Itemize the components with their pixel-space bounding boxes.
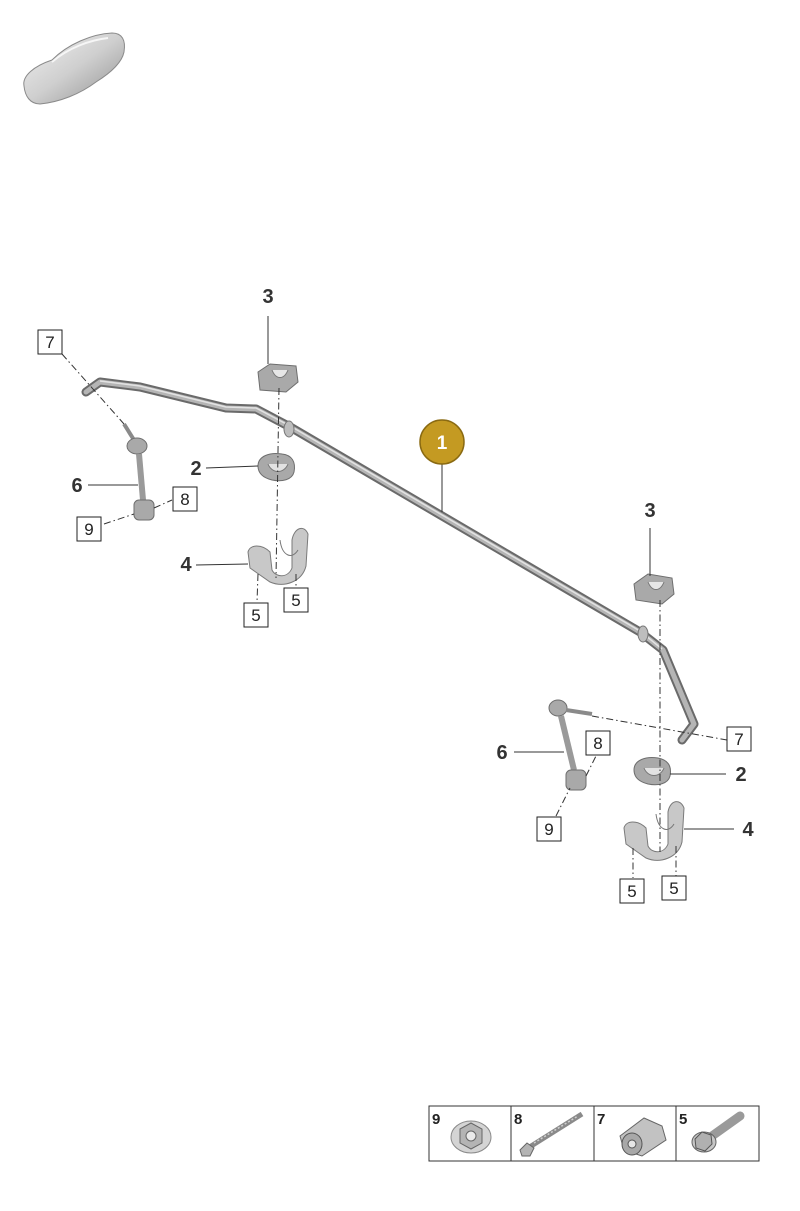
long-bolt-icon: [519, 1111, 584, 1157]
sleeve-nut-icon: [619, 1117, 667, 1157]
badge-circle: [419, 419, 465, 465]
left-link-part: [122, 422, 155, 521]
right-link-part: [548, 699, 593, 791]
box-right-link-bolt: 8: [585, 730, 611, 756]
bar-collar-right: [637, 625, 649, 643]
box-right-clamp-bolt-b: 5: [661, 875, 687, 901]
badge-number: 1: [437, 433, 448, 454]
main-part-badge: 1: [419, 419, 465, 465]
right-bushing-part: [633, 757, 671, 786]
hex-nut-icon: [450, 1120, 492, 1154]
box-left-upper-bolt: 7: [37, 329, 63, 355]
car-silhouette-icon: [23, 32, 125, 105]
svg-text:5: 5: [291, 591, 300, 610]
legend-number: 5: [679, 1111, 687, 1128]
box-right-nut: 9: [536, 816, 562, 842]
stabilizer-bar: [81, 377, 699, 745]
svg-text:7: 7: [45, 333, 54, 352]
callout-left-clamp: 4: [180, 554, 192, 576]
svg-text:5: 5: [669, 879, 678, 898]
svg-text:5: 5: [251, 606, 260, 625]
box-left-link-bolt: 8: [172, 486, 198, 512]
flange-bolt-icon: [691, 1111, 745, 1153]
svg-text:5: 5: [627, 882, 636, 901]
left-clamp-part: [247, 527, 309, 585]
callout-right-bushing: 2: [735, 764, 746, 786]
right-clamp-part: [623, 801, 685, 861]
callout-left-link: 6: [71, 475, 82, 497]
box-right-clamp-bolt-a: 5: [619, 878, 645, 904]
right-bracket-part: [633, 573, 675, 605]
legend-cell-flange-bolt: 5: [679, 1111, 745, 1153]
callout-right-bracket: 3: [644, 500, 655, 522]
legend-cell-nut: 9: [432, 1111, 492, 1154]
assembly-lines: [61, 353, 728, 878]
fastener-legend: 9 8 7 5: [428, 1105, 760, 1162]
box-right-upper-bolt: 7: [726, 726, 752, 752]
svg-text:8: 8: [180, 490, 189, 509]
legend-cell-bolt: 8: [514, 1111, 584, 1157]
box-left-nut: 9: [76, 516, 102, 542]
left-bushing-part: [257, 453, 295, 482]
callout-left-bracket: 3: [262, 286, 273, 308]
svg-text:9: 9: [544, 820, 553, 839]
svg-text:7: 7: [734, 730, 743, 749]
left-bracket-part: [257, 363, 299, 393]
leader-lines: [88, 316, 734, 830]
legend-number: 7: [597, 1111, 605, 1128]
svg-text:9: 9: [84, 520, 93, 539]
callout-right-link: 6: [496, 742, 507, 764]
legend-number: 8: [514, 1111, 522, 1128]
legend-number: 9: [432, 1111, 440, 1128]
callout-left-bushing: 2: [190, 458, 201, 480]
box-left-clamp-bolt-a: 5: [243, 602, 269, 628]
legend-cell-sleeve-nut: 7: [597, 1111, 667, 1157]
bar-collar-left: [283, 420, 295, 438]
svg-text:8: 8: [593, 734, 602, 753]
callout-right-clamp: 4: [742, 819, 754, 841]
box-left-clamp-bolt-b: 5: [283, 587, 309, 613]
